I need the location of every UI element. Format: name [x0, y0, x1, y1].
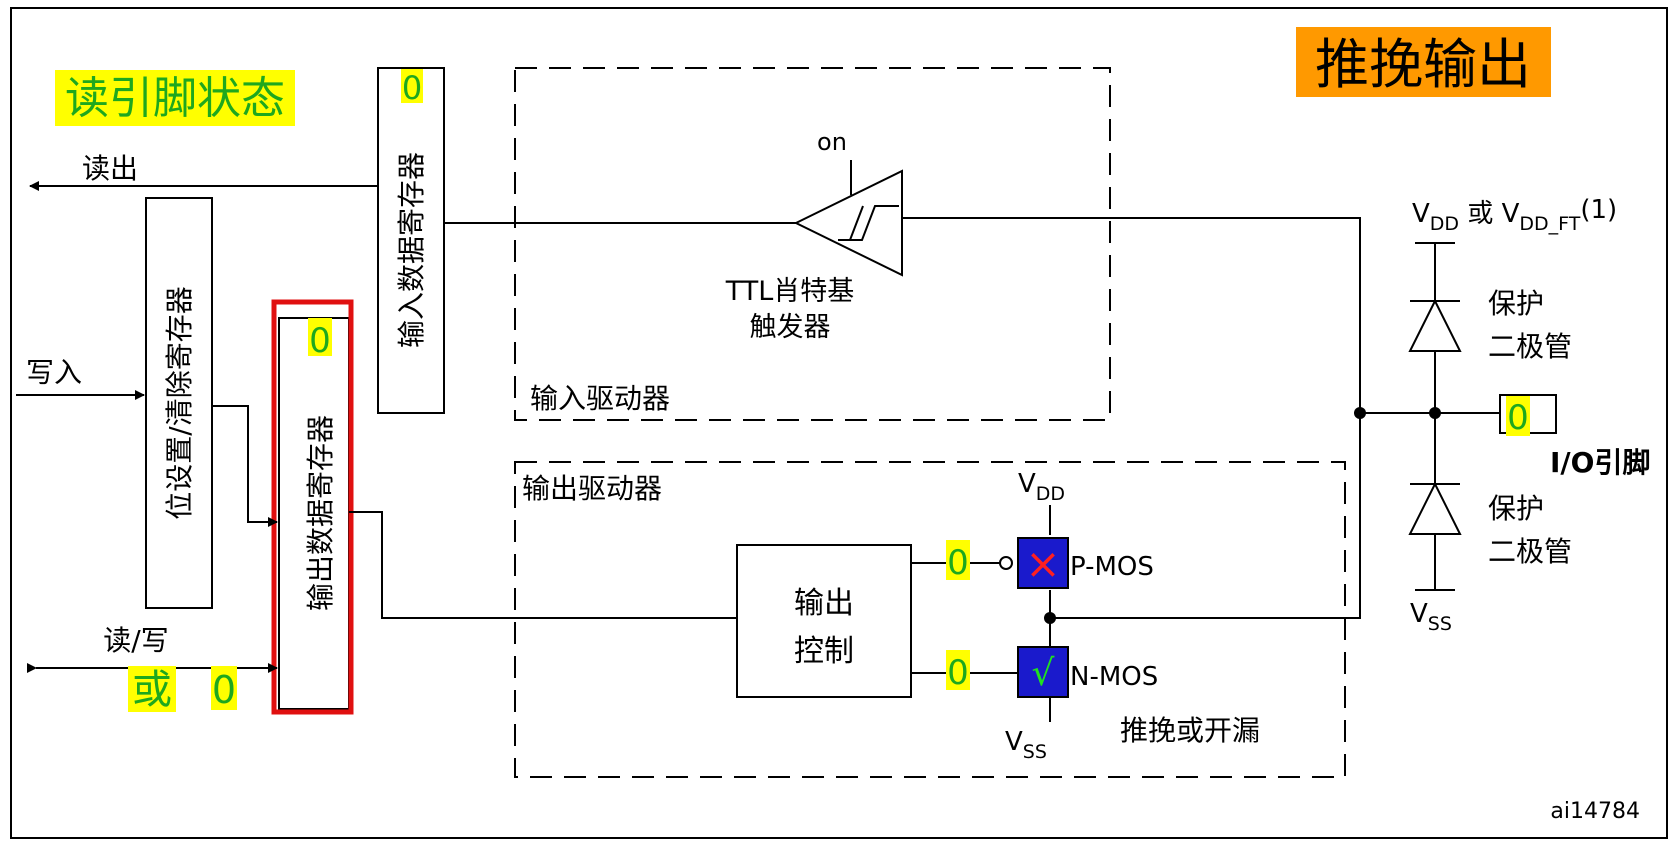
- pmos-zero-bg: [946, 540, 970, 580]
- or-bg: [128, 666, 176, 712]
- top-protect-line1: 保护: [1488, 287, 1544, 320]
- bottom-protection-diode: [1408, 481, 1462, 535]
- on-label: on: [817, 128, 847, 156]
- input-data-register: [377, 67, 445, 414]
- vdd-ft-label: VDD 或 VDD_FT(1): [1412, 195, 1617, 235]
- title: 推挽输出: [1315, 33, 1531, 96]
- p-mos-label: P-MOS: [1070, 552, 1154, 582]
- output-reg-zero-bg: [308, 318, 332, 356]
- schmitt-trigger: [793, 169, 903, 277]
- vdd-label: VDD: [1018, 469, 1065, 505]
- hysteresis-icon: [838, 205, 899, 241]
- read-pin-status-bg: [55, 70, 295, 126]
- nmos-zero-bg: [946, 650, 970, 690]
- bsr-to-odr-arrow: [212, 405, 278, 527]
- pushpull-opendrain-label: 推挽或开漏: [1120, 714, 1260, 747]
- output-data-register-label: 输出数据寄存器: [304, 415, 337, 611]
- top-protection-diode: [1408, 298, 1462, 352]
- bit-set-reset-register-label: 位设置/清除寄存器: [163, 286, 196, 519]
- n-mos-label: N-MOS: [1070, 662, 1158, 692]
- p-mos-off-icon: ×: [1025, 539, 1060, 588]
- output-reg-zero: 0: [309, 321, 331, 361]
- input-driver-label: 输入驱动器: [530, 382, 670, 415]
- io-pin-zero: 0: [1507, 398, 1529, 438]
- output-control-block: [736, 544, 912, 698]
- rw-zero-bg: [211, 666, 237, 710]
- input-reg-zero-bg: [401, 69, 423, 103]
- read-write-label: 读/写: [103, 624, 168, 657]
- vss-rail-label: VSS: [1410, 599, 1452, 635]
- pmos-gate-bubble: [999, 556, 1013, 570]
- trigger-to-pin-line: [902, 217, 1361, 413]
- output-driver-label: 输出驱动器: [522, 472, 662, 505]
- io-pin-label: I/O引脚: [1550, 446, 1650, 479]
- n-mos-transistor: [1017, 646, 1069, 698]
- rw-zero: 0: [212, 668, 236, 712]
- p-mos-transistor: [1017, 537, 1069, 589]
- nmos-gate-zero: 0: [947, 653, 969, 693]
- figure-id: ai14784: [1550, 799, 1640, 824]
- vss-label: VSS: [1005, 727, 1047, 763]
- output-data-register-highlight: [271, 299, 354, 715]
- input-driver-box: [514, 67, 1111, 421]
- read-out-label: 读出: [82, 152, 138, 185]
- output-driver-box: [514, 461, 1346, 778]
- bit-set-reset-register: [145, 197, 213, 609]
- n-mos-on-icon: √: [1032, 653, 1055, 694]
- title-background: [1296, 27, 1551, 97]
- io-zero-bg: [1506, 396, 1530, 436]
- or-label: 或: [132, 667, 172, 713]
- input-data-register-label: 输入数据寄存器: [395, 152, 428, 348]
- outer-frame: [10, 7, 1668, 839]
- odr-to-control-line: [349, 511, 737, 619]
- bottom-protect-line2: 二极管: [1488, 535, 1572, 568]
- read-pin-status: 读引脚状态: [65, 73, 285, 124]
- output-control-line1: 输出: [794, 586, 854, 621]
- output-control-line2: 控制: [794, 634, 854, 669]
- bottom-protect-line1: 保护: [1488, 492, 1544, 525]
- pmos-gate-zero: 0: [947, 543, 969, 583]
- input-reg-zero: 0: [402, 69, 422, 107]
- top-protect-line2: 二极管: [1488, 330, 1572, 363]
- write-in-label: 写入: [26, 356, 82, 389]
- ttl-label-line1: TTL肖特基: [725, 276, 855, 307]
- ttl-label-line2: 触发器: [750, 312, 831, 343]
- drain-to-pin-line: [1050, 413, 1361, 619]
